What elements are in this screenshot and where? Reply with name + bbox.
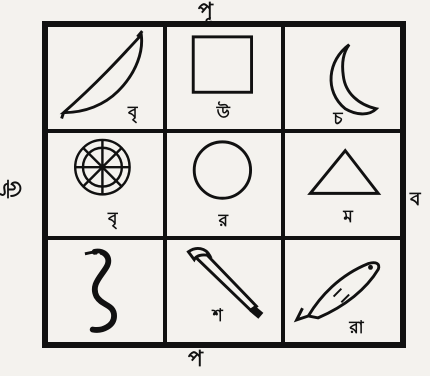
cell-label: র bbox=[219, 213, 228, 230]
grid-cell-fish: রা bbox=[283, 238, 402, 344]
grid-cell-sword: শ bbox=[165, 238, 284, 344]
grid-cell-lotus: বৃ bbox=[46, 131, 165, 237]
cell-label: রা bbox=[349, 320, 363, 337]
west-direction-label: উ bbox=[4, 180, 26, 197]
cell-label: শ bbox=[213, 308, 223, 325]
south-direction-label: প bbox=[188, 348, 203, 370]
grid-cell-bow: বৃ bbox=[46, 25, 165, 131]
symbol-grid: বৃ উ চ bbox=[42, 21, 406, 348]
grid-cell-snake bbox=[46, 238, 165, 344]
bow-icon bbox=[48, 27, 163, 129]
fish-icon bbox=[285, 240, 400, 342]
sword-icon bbox=[167, 240, 282, 342]
north-direction-label: পূ bbox=[198, 0, 213, 22]
snake-icon bbox=[48, 240, 163, 342]
cell-label: ম bbox=[343, 209, 352, 226]
grid-cell-triangle: ম bbox=[283, 131, 402, 237]
cell-label: বৃ bbox=[128, 105, 137, 122]
cell-label: উ bbox=[217, 105, 230, 122]
grid-cell-circle: র bbox=[165, 131, 284, 237]
cell-label: চ bbox=[333, 111, 342, 128]
cell-label: বৃ bbox=[108, 211, 117, 228]
lotus-icon bbox=[48, 133, 163, 235]
grid-cell-square: উ bbox=[165, 25, 284, 131]
grid-cell-crescent: চ bbox=[283, 25, 402, 131]
east-direction-label: ব bbox=[410, 190, 421, 209]
